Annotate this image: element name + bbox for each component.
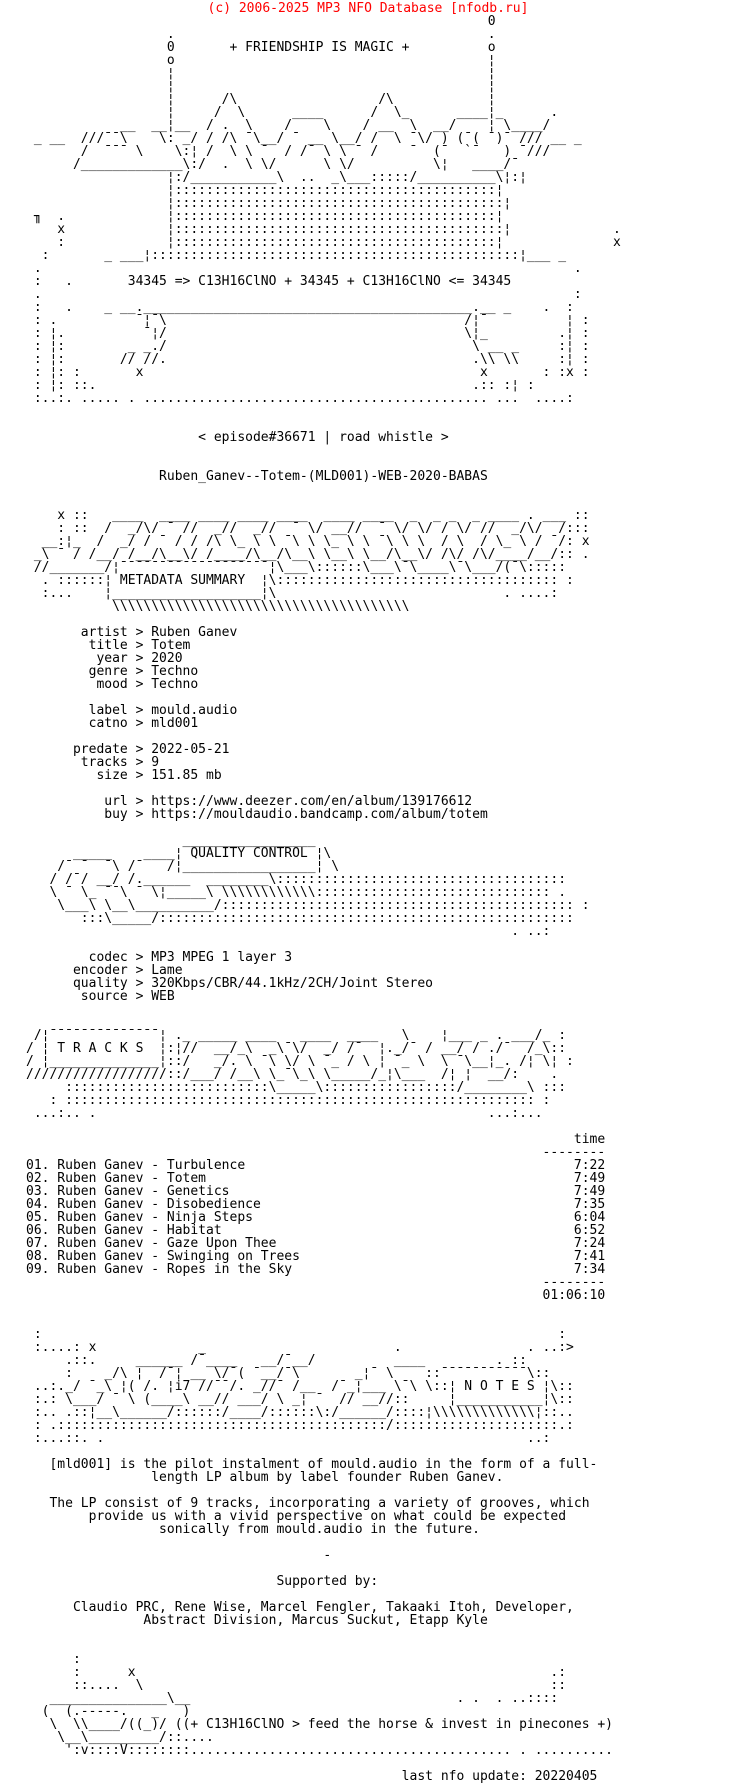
masthead-art: 0 . . 0 + FRIENDSHIP IS MAGIC + o o ¦ xyxy=(33,14,621,263)
quality-fields: codec > MP3 MPEG 1 layer 3 encoder > Lam… xyxy=(72,950,433,1004)
metadata-banner-art: x :: ____ ____ ____ ____ ____ ____ ____ … xyxy=(33,508,590,614)
footer-horse-art: : : x .: ::.... \ :: _______________\__ … xyxy=(41,1652,613,1784)
notes-body: [mld001] is the pilot instalment of moul… xyxy=(49,1457,598,1628)
tracks-banner-art: /¦¯¯¯¯¯¯¯¯¯¯¯¯¯¯¦ ._ _____ ____ ____ ___… xyxy=(26,1028,574,1121)
copyright-notice: (c) 2006-2025 MP3 NFO Database [nfodb.ru… xyxy=(207,1,529,16)
episode-line: < episode#36671 | road whistle > xyxy=(26,430,449,445)
bridge-art: . . : . 34345 => C13H16ClNO + 34345 + C1… xyxy=(33,261,590,406)
notes-banner-art: : : :....: x _ . . ..:> .::. ______ /¯__… xyxy=(33,1327,574,1446)
tracks-table: time -------- 01. Ruben Ganev - Turbulen… xyxy=(26,1132,606,1303)
quality-banner-art: _________________ _____ ____¦ QUALITY CO… xyxy=(49,833,590,939)
release-name: Ruben_Ganev--Totem-(MLD001)-WEB-2020-BAB… xyxy=(26,469,488,484)
metadata-fields: artist > Ruben Ganev title > Totem year … xyxy=(72,625,488,822)
